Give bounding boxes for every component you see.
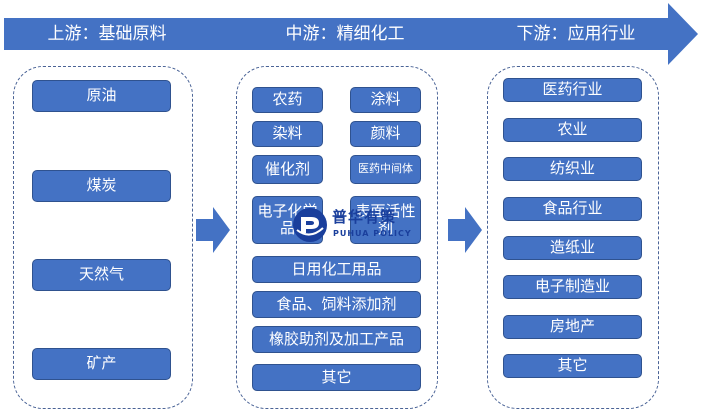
downstream-item-food: 食品行业 [503,197,642,221]
banner-arrow-shape [4,3,698,65]
logo-name-cn: 普华有策 [332,208,397,226]
midstream-item-daily-chemicals: 日用化工用品 [252,256,421,283]
header-upstream: 上游：基础原料 [47,24,167,44]
puhua-logo-watermark: 普华有策 PUHUA POLICY [292,204,427,250]
midstream-item-catalysts: 催化剂 [252,155,323,184]
downstream-item-others: 其它 [503,354,642,378]
upstream-item-minerals: 矿产 [32,348,171,380]
midstream-item-surfactants: 表面活性剂 [350,196,421,244]
downstream-item-pharma: 医药行业 [503,78,642,102]
logo-name-en: PUHUA POLICY [333,229,412,238]
puhua-logo-icon [293,208,327,242]
midstream-item-pesticides: 农药 [252,87,323,113]
midstream-item-food-feed-additives: 食品、饲料添加剂 [252,291,421,318]
upstream-item-coal: 煤炭 [32,170,171,202]
flow-arrow-right-1 [196,207,230,253]
downstream-item-electronics-mfg: 电子制造业 [503,275,642,299]
upstream-item-crude-oil: 原油 [32,80,171,112]
downstream-item-agriculture: 农业 [503,118,642,142]
flow-arrow-right-2 [448,207,482,253]
flow-banner-arrow [4,3,698,65]
upstream-group [13,66,193,409]
downstream-group [487,66,659,409]
header-downstream: 下游：应用行业 [516,24,636,44]
midstream-item-pigments: 颜料 [350,121,421,147]
upstream-item-natural-gas: 天然气 [32,259,171,291]
midstream-item-coatings: 涂料 [350,87,421,113]
downstream-item-paper: 造纸业 [503,236,642,260]
downstream-item-real-estate: 房地产 [503,315,642,339]
header-midstream: 中游：精细化工 [285,24,405,44]
midstream-item-others: 其它 [252,364,421,391]
downstream-item-textiles: 纺织业 [503,157,642,181]
midstream-item-rubber-auxiliaries: 橡胶助剂及加工产品 [252,326,421,353]
midstream-item-pharma-intermediates: 医药中间体 [350,155,421,184]
midstream-group [236,66,438,409]
midstream-item-dyes: 染料 [252,121,323,147]
